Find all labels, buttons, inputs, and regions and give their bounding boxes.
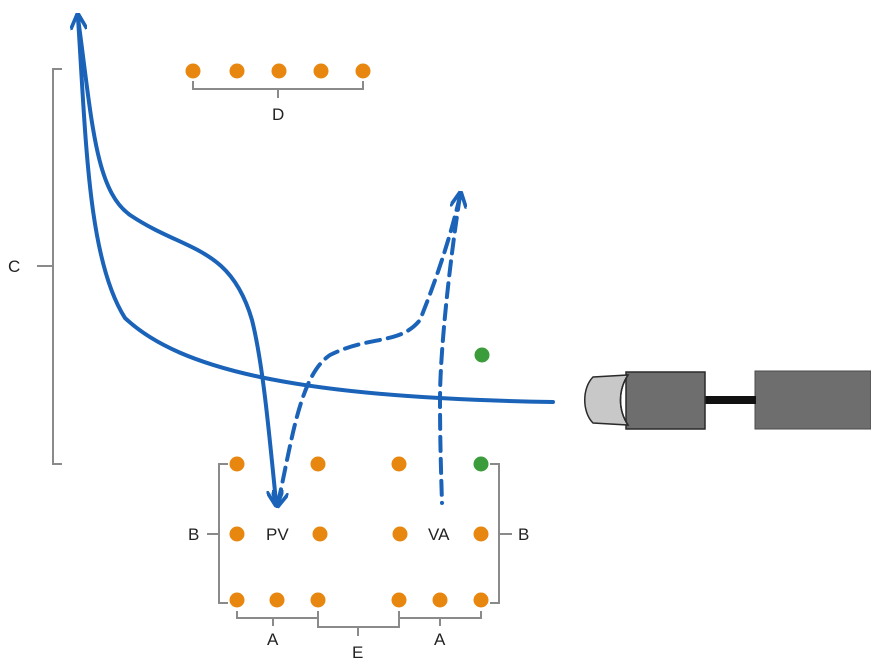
label-a-right: A — [434, 630, 446, 649]
bracket-c — [37, 68, 62, 465]
bracket-e — [317, 618, 400, 636]
label-b-right: B — [518, 525, 529, 544]
label-pv: PV — [266, 525, 289, 544]
bracket-d — [192, 81, 364, 98]
trajectory-to-pv — [76, 16, 276, 502]
bracket-b-left — [207, 463, 228, 604]
electrode — [391, 456, 407, 472]
electrode-row-d — [185, 63, 371, 79]
electrode — [310, 456, 326, 472]
electrode — [355, 63, 371, 79]
electrode — [185, 63, 201, 79]
electrode — [473, 526, 489, 542]
electrode — [229, 592, 245, 608]
electrode — [229, 63, 245, 79]
bracket-a-left — [236, 611, 319, 626]
electrode — [391, 592, 407, 608]
label-d: D — [272, 105, 284, 124]
electrode — [473, 592, 489, 608]
electrode — [432, 592, 448, 608]
electrode — [392, 526, 408, 542]
electrode — [271, 63, 287, 79]
electrode — [310, 592, 326, 608]
bracket-b-right — [490, 463, 512, 604]
label-va: VA — [428, 525, 450, 544]
trajectory-dashed-va — [438, 196, 460, 505]
trajectory-to-probe — [78, 18, 555, 404]
electrode — [313, 63, 329, 79]
electrode-green — [473, 456, 489, 472]
label-c: C — [8, 257, 20, 276]
label-b-left: B — [188, 525, 199, 544]
electrode-green — [474, 347, 490, 363]
electrode-grid-lower — [229, 456, 489, 608]
electrode — [269, 592, 285, 608]
bracket-a-right — [398, 611, 482, 626]
electrode — [312, 526, 328, 542]
label-e: E — [352, 643, 363, 660]
trajectory-dashed-pv — [278, 194, 462, 503]
label-a-left: A — [267, 630, 279, 649]
electrode — [229, 526, 245, 542]
electrode — [229, 456, 245, 472]
probe-icon — [584, 370, 871, 430]
